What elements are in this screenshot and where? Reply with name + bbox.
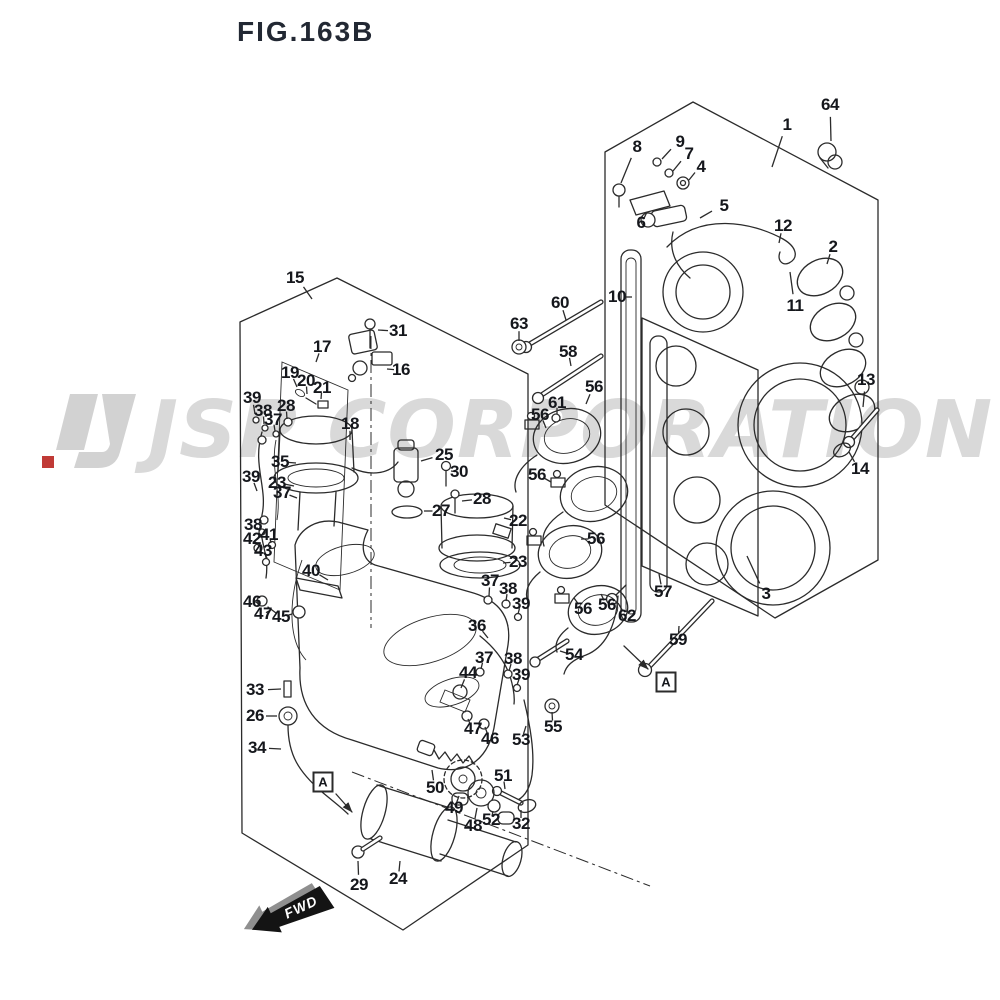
left-panel-outline (239, 277, 529, 931)
linkage-left (252, 416, 343, 619)
bolt-13 (832, 407, 880, 458)
figure-title: FIG.163B (237, 16, 375, 47)
right-panel-outline (604, 101, 879, 619)
gasket-set (796, 257, 876, 433)
intake-manifold-assembly (620, 222, 863, 623)
manifold-body (291, 520, 510, 771)
detail-a-arrow-right (623, 645, 649, 670)
axis-line (351, 771, 651, 887)
silencer-canister (351, 784, 523, 878)
intake-funnels (514, 407, 629, 675)
leader-lines (252, 116, 866, 875)
mounting-bolts (511, 299, 715, 714)
hoses-left (278, 680, 349, 815)
valve-bracket-cluster (612, 157, 690, 228)
fwd-arrow: FWD (243, 883, 335, 933)
throttle-body-assembly (273, 318, 521, 591)
clamp-64 (817, 142, 843, 170)
throttle-linkage-lower (416, 595, 537, 814)
detail-a-arrow-left (335, 793, 353, 813)
